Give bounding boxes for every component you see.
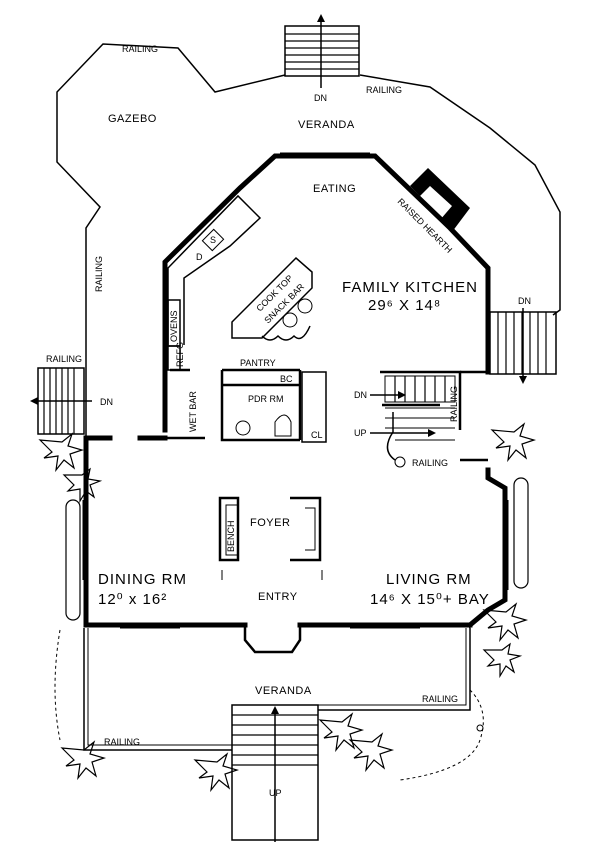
label-eating: EATING bbox=[313, 183, 356, 195]
label-bench: BENCH bbox=[226, 520, 236, 552]
label-living-dim: 14⁶ X 15⁰+ BAY bbox=[370, 591, 490, 608]
fireplace bbox=[410, 168, 470, 232]
stair-front-up: UP bbox=[269, 788, 282, 798]
label-wet-bar: WET BAR bbox=[188, 391, 198, 432]
label-family-kitchen: FAMILY KITCHEN bbox=[342, 279, 478, 296]
right-stair bbox=[489, 308, 557, 384]
label-veranda-bottom: VERANDA bbox=[255, 685, 312, 697]
interior-walls bbox=[165, 368, 488, 462]
stair-top-dn: DN bbox=[314, 93, 327, 103]
label-dining-dim: 12⁰ x 16² bbox=[98, 591, 167, 608]
railing-top: RAILING bbox=[122, 44, 158, 54]
stair-labels: DN DN DN DN UP UP bbox=[100, 93, 531, 798]
label-foyer: FOYER bbox=[250, 517, 290, 529]
label-bc: BC bbox=[280, 374, 293, 384]
label-pantry: PANTRY bbox=[240, 358, 276, 368]
interior-stair bbox=[370, 375, 456, 468]
label-gazebo: GAZEBO bbox=[108, 113, 157, 125]
rear-stair-top bbox=[284, 14, 360, 88]
label-pdr-rm: PDR RM bbox=[248, 394, 284, 404]
label-cl: CL bbox=[311, 430, 323, 440]
label-refg: REFG bbox=[175, 342, 185, 367]
railing-top-right: RAILING bbox=[366, 85, 402, 95]
landscaping bbox=[38, 422, 537, 793]
left-stair bbox=[30, 367, 92, 435]
label-ovens: OVENS bbox=[169, 310, 179, 342]
label-entry: ENTRY bbox=[258, 591, 298, 603]
label-living-rm: LIVING RM bbox=[386, 571, 472, 588]
railing-front-right: RAILING bbox=[422, 694, 458, 704]
stair-interior-up: UP bbox=[354, 428, 367, 438]
label-dw: D bbox=[196, 252, 203, 262]
railing-left: RAILING bbox=[46, 354, 82, 364]
stair-left-dn: DN bbox=[100, 397, 113, 407]
label-dining-rm: DINING RM bbox=[98, 571, 187, 588]
stair-interior-dn: DN bbox=[354, 390, 367, 400]
label-family-kitchen-dim: 29⁶ X 14⁸ bbox=[368, 297, 441, 314]
railing-gazebo-side: RAILING bbox=[94, 256, 104, 292]
railing-stair: RAILING bbox=[449, 386, 459, 422]
front-stair bbox=[231, 704, 319, 842]
room-labels: GAZEBO VERANDA EATING RAISED HEARTH FAMI… bbox=[98, 113, 490, 697]
rear-veranda-railing bbox=[56, 43, 561, 438]
label-sink: S bbox=[210, 235, 216, 245]
foyer-fixtures bbox=[218, 496, 323, 580]
exterior-walls bbox=[83, 153, 508, 654]
windows bbox=[82, 152, 509, 629]
railing-labels: RAILING RAILING RAILING RAILING RAILING … bbox=[46, 44, 459, 747]
label-veranda-top: VERANDA bbox=[298, 119, 355, 131]
kitchen-counters bbox=[167, 194, 313, 371]
stair-right-dn: DN bbox=[518, 296, 531, 306]
railing-front-left: RAILING bbox=[104, 737, 140, 747]
railing-stair-lower: RAILING bbox=[412, 458, 448, 468]
